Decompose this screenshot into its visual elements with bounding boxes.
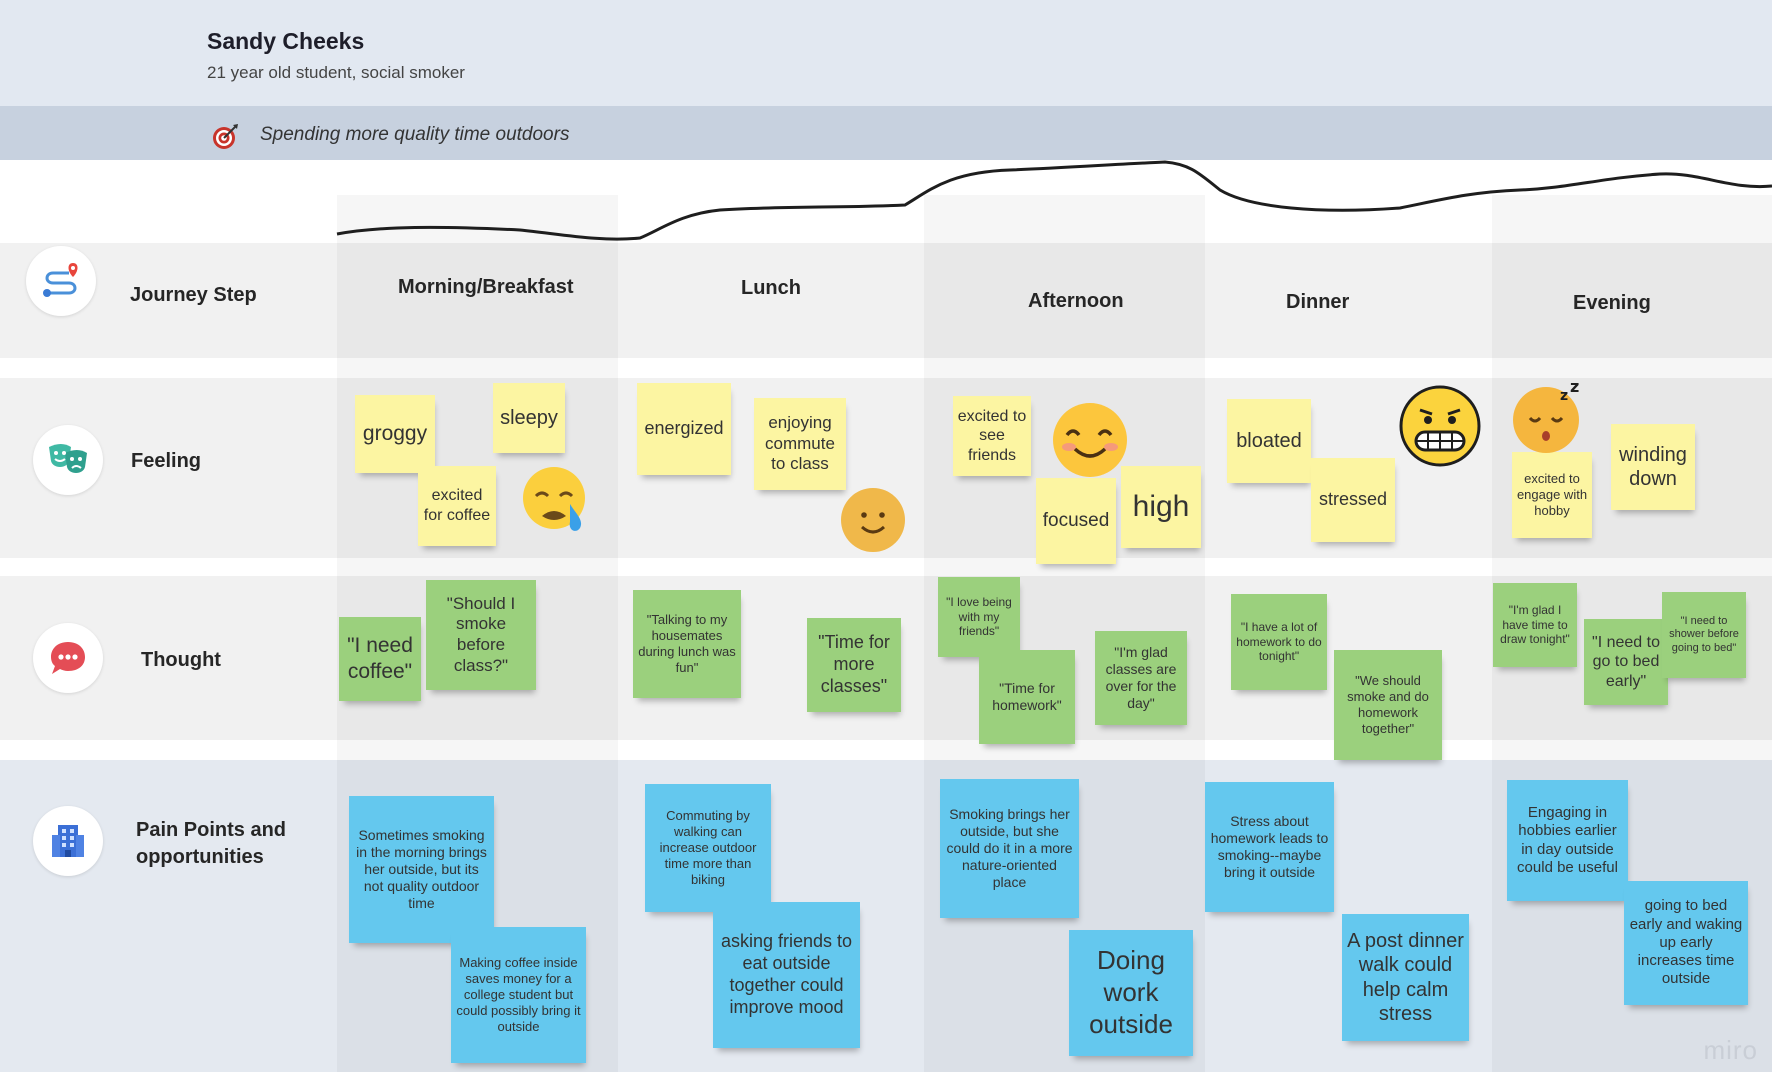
- sticky-note[interactable]: excited to see friends: [953, 396, 1031, 476]
- building-icon: [33, 806, 103, 876]
- sticky-note[interactable]: excited for coffee: [418, 466, 496, 546]
- sleeping-face-icon: z z: [1513, 380, 1579, 453]
- stage-title-dinner: Dinner: [1286, 291, 1350, 313]
- sticky-note[interactable]: Engaging in hobbies earlier in day outsi…: [1507, 780, 1628, 901]
- svg-text:z: z: [1570, 380, 1579, 396]
- sticky-note[interactable]: Making coffee inside saves money for a c…: [451, 927, 586, 1063]
- sticky-note[interactable]: high: [1121, 466, 1201, 548]
- sticky-note[interactable]: Stress about homework leads to smoking--…: [1205, 782, 1334, 912]
- sticky-note[interactable]: winding down: [1611, 424, 1695, 510]
- stage-title-afternoon: Afternoon: [1028, 290, 1124, 312]
- sticky-note[interactable]: "Should I smoke before class?": [426, 580, 536, 690]
- theater-masks-icon: [33, 425, 103, 495]
- persona-description: 21 year old student, social smoker: [207, 63, 465, 82]
- row-label-thought: Thought: [141, 649, 221, 671]
- stage-title-morning: Morning/Breakfast: [398, 276, 574, 298]
- miro-watermark: miro: [1703, 1035, 1758, 1065]
- blushing-smile-icon: [1053, 403, 1127, 477]
- sticky-note[interactable]: sleepy: [493, 383, 565, 453]
- chat-bubble-icon: [33, 623, 103, 693]
- target-icon: [211, 123, 239, 156]
- emotion-curve: [336, 160, 1772, 241]
- stage-title-evening: Evening: [1573, 292, 1651, 314]
- sticky-note[interactable]: "I love being with my friends": [938, 577, 1020, 657]
- sticky-note[interactable]: "I need to go to bed early": [1584, 619, 1668, 705]
- sticky-note[interactable]: energized: [637, 383, 731, 475]
- sticky-note[interactable]: Sometimes smoking in the morning brings …: [349, 796, 494, 943]
- smiling-face-icon: [841, 488, 905, 552]
- route-map-icon: [26, 246, 96, 316]
- sticky-note[interactable]: "Time for more classes": [807, 618, 901, 712]
- sticky-note[interactable]: "Talking to my housemates during lunch w…: [633, 590, 741, 698]
- sticky-note[interactable]: Commuting by walking can increase outdoo…: [645, 784, 771, 912]
- sticky-note[interactable]: "I need to shower before going to bed": [1662, 592, 1746, 678]
- sticky-note[interactable]: "We should smoke and do homework togethe…: [1334, 650, 1442, 760]
- persona-header: Sandy Cheeks 21 year old student, social…: [0, 0, 1772, 106]
- sticky-note[interactable]: excited to engage with hobby: [1512, 452, 1592, 538]
- sticky-note[interactable]: "I'm glad I have time to draw tonight": [1493, 583, 1577, 667]
- sticky-note[interactable]: stressed: [1311, 458, 1395, 542]
- sticky-note[interactable]: "I have a lot of homework to do tonight": [1231, 594, 1327, 690]
- sticky-note[interactable]: enjoying commute to class: [754, 398, 846, 490]
- svg-text:z: z: [1560, 388, 1568, 404]
- stage-title-lunch: Lunch: [741, 277, 801, 299]
- sticky-note[interactable]: asking friends to eat outside together c…: [713, 902, 860, 1048]
- row-label-pain-points: Pain Points and opportunities: [136, 819, 287, 868]
- persona-name: Sandy Cheeks: [207, 28, 365, 54]
- sticky-note[interactable]: "Time for homework": [979, 650, 1075, 744]
- sticky-note[interactable]: A post dinner walk could help calm stres…: [1342, 914, 1469, 1041]
- sticky-note[interactable]: bloated: [1227, 399, 1311, 483]
- sticky-note[interactable]: focused: [1036, 478, 1116, 564]
- sticky-note[interactable]: Doing work outside: [1069, 930, 1193, 1056]
- sticky-note[interactable]: groggy: [355, 395, 435, 473]
- row-label-feeling: Feeling: [131, 450, 202, 472]
- goal-text: Spending more quality time outdoors: [260, 124, 570, 145]
- sticky-note[interactable]: "I'm glad classes are over for the day": [1095, 631, 1187, 725]
- sticky-note[interactable]: going to bed early and waking up early i…: [1624, 881, 1748, 1005]
- grimacing-face-icon: [1399, 385, 1481, 467]
- sticky-note[interactable]: Smoking brings her outside, but she coul…: [940, 779, 1079, 918]
- row-label-journey: Journey Step: [130, 284, 257, 306]
- pain-row: [0, 760, 1772, 1072]
- goal-bar: [0, 106, 1772, 160]
- crying-face-icon: [523, 467, 585, 531]
- journey-row: [0, 243, 1772, 358]
- sticky-note[interactable]: "I need coffee": [339, 617, 421, 701]
